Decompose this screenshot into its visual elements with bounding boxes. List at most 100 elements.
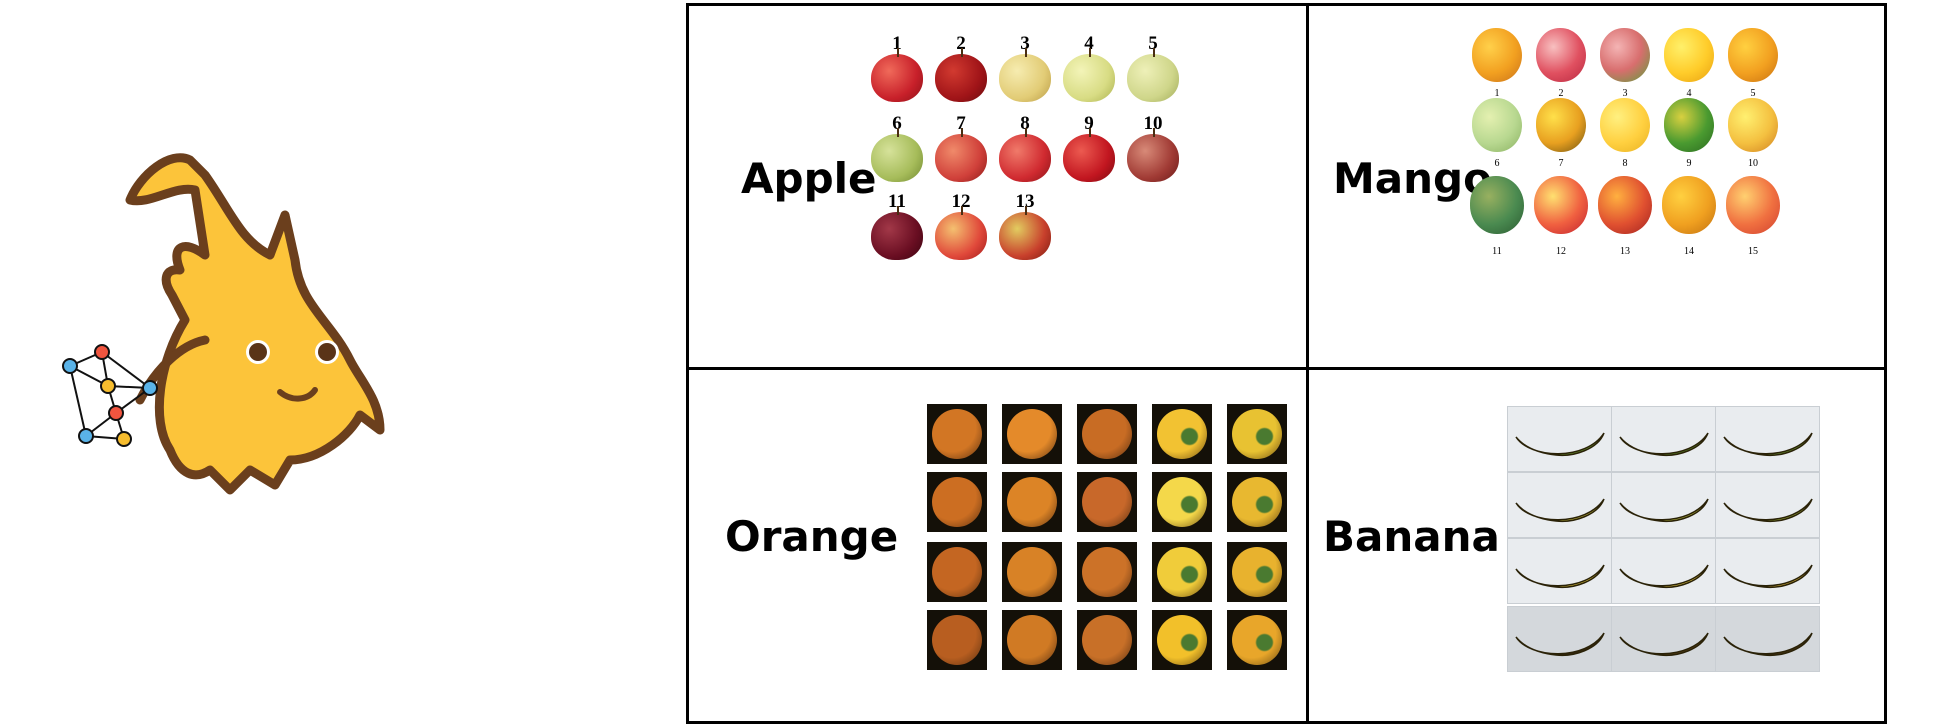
apple-sample: 1	[869, 34, 925, 102]
orange-image	[1232, 477, 1282, 527]
orange-image	[1082, 615, 1132, 665]
orange-image	[1007, 477, 1057, 527]
banana-icon	[1515, 632, 1605, 657]
banana-icon	[1515, 498, 1605, 523]
apple-image	[1063, 48, 1115, 102]
banana-sample	[1715, 406, 1820, 472]
banana-sample	[1611, 472, 1716, 538]
mango-sample: 3	[1595, 28, 1655, 104]
apple-sample-number: 8	[1020, 113, 1030, 134]
apple-image	[1127, 128, 1179, 182]
apple-stem	[1025, 206, 1027, 215]
mango-image	[1472, 28, 1522, 82]
orange-sample	[1152, 404, 1212, 464]
orange-sample	[1077, 472, 1137, 532]
mango-image	[1470, 176, 1524, 234]
apple-image	[1127, 48, 1179, 102]
apple-image	[999, 128, 1051, 182]
apple-stem	[897, 48, 899, 57]
apple-sample-number: 7	[956, 113, 966, 134]
banana-icon	[1619, 432, 1709, 457]
apple-stem	[1089, 48, 1091, 57]
apple-sample-number: 5	[1148, 33, 1158, 54]
orange-sample	[927, 472, 987, 532]
orange-sample	[1152, 472, 1212, 532]
banana-panel: Banana	[1306, 367, 1887, 724]
apple-sample: 7	[933, 114, 989, 182]
apple-sample-number: 9	[1084, 113, 1094, 134]
mango-image	[1600, 98, 1650, 152]
orange-sample	[927, 404, 987, 464]
orange-sample	[1077, 610, 1137, 670]
banana-sample	[1715, 538, 1820, 604]
apple-stem	[1025, 128, 1027, 137]
orange-sample	[1077, 542, 1137, 602]
banana-label: Banana	[1323, 512, 1500, 561]
apple-sample-number: 10	[1143, 113, 1163, 134]
mango-sample: 7	[1531, 98, 1591, 174]
apple-stem	[961, 206, 963, 215]
orange-image	[932, 615, 982, 665]
mango-sample-number: 3	[1622, 88, 1628, 99]
mango-sample-number: 15	[1748, 246, 1758, 257]
banana-icon	[1619, 564, 1709, 589]
banana-sample	[1611, 606, 1716, 672]
banana-sample	[1715, 606, 1820, 672]
apple-sample: 3	[997, 34, 1053, 102]
apple-image	[871, 48, 923, 102]
apple-sample-number: 2	[956, 33, 966, 54]
mango-sample-number: 7	[1558, 158, 1564, 169]
banana-sample	[1611, 406, 1716, 472]
mango-sample: 8	[1595, 98, 1655, 174]
mango-sample: 1	[1467, 28, 1527, 104]
mango-image	[1600, 28, 1650, 82]
banana-sample	[1507, 606, 1612, 672]
orange-image	[1007, 409, 1057, 459]
mango-sample-number: 14	[1684, 246, 1694, 257]
banana-sample	[1715, 472, 1820, 538]
mango-image	[1598, 176, 1652, 234]
orange-image	[1082, 409, 1132, 459]
apple-stem	[897, 128, 899, 137]
orange-sample	[1152, 610, 1212, 670]
orange-sample	[1227, 472, 1287, 532]
mango-sample-number: 6	[1494, 158, 1500, 169]
mango-sample-number: 12	[1556, 246, 1566, 257]
apple-sample: 11	[869, 192, 925, 260]
orange-sample	[927, 610, 987, 670]
apple-image	[999, 206, 1051, 260]
mango-sample-number: 4	[1686, 88, 1692, 99]
apple-sample-number: 13	[1015, 191, 1035, 212]
mango-sample: 2	[1531, 28, 1591, 104]
apple-image	[871, 206, 923, 260]
mango-label: Mango	[1333, 154, 1492, 203]
apple-image	[935, 206, 987, 260]
orange-image	[932, 409, 982, 459]
orange-image	[1157, 615, 1207, 665]
apple-image	[1063, 128, 1115, 182]
apple-sample: 9	[1061, 114, 1117, 182]
apple-label: Apple	[741, 154, 877, 203]
apple-image	[935, 48, 987, 102]
apple-sample: 13	[997, 192, 1053, 260]
apple-stem	[897, 206, 899, 215]
mascot-creature-icon	[125, 153, 385, 495]
apple-image	[935, 128, 987, 182]
orange-image	[1232, 409, 1282, 459]
mango-sample: 12	[1531, 176, 1591, 262]
apple-sample: 8	[997, 114, 1053, 182]
orange-sample	[1002, 610, 1062, 670]
mango-image	[1662, 176, 1716, 234]
mango-sample: 14	[1659, 176, 1719, 262]
apple-stem	[1025, 48, 1027, 57]
mango-sample-number: 10	[1748, 158, 1758, 169]
mascot-illustration	[62, 153, 385, 495]
orange-image	[1232, 547, 1282, 597]
mango-sample-number: 8	[1622, 158, 1628, 169]
mango-image	[1534, 176, 1588, 234]
apple-sample-number: 6	[892, 113, 902, 134]
orange-sample	[1227, 404, 1287, 464]
banana-icon	[1619, 498, 1709, 523]
